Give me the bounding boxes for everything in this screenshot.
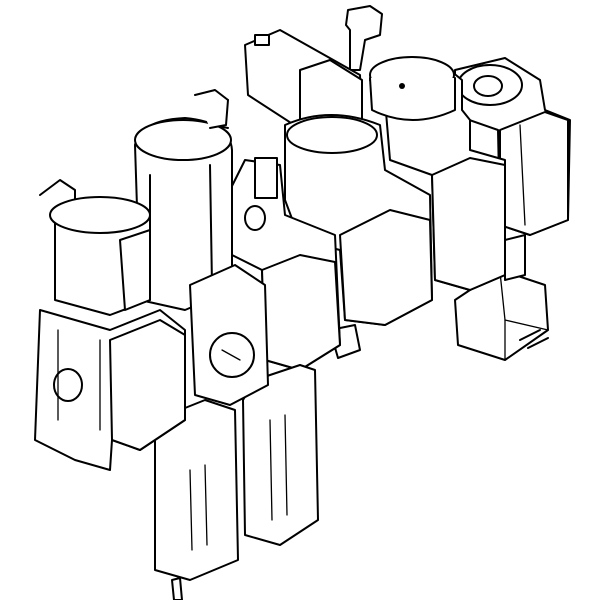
filter-regulator-2 xyxy=(211,95,341,546)
filter-regulator-1 xyxy=(134,89,269,600)
on-off-valve xyxy=(34,179,186,471)
distribution-block xyxy=(284,114,433,359)
center-round-valve-module xyxy=(345,5,506,291)
right-valve-module xyxy=(454,57,571,236)
